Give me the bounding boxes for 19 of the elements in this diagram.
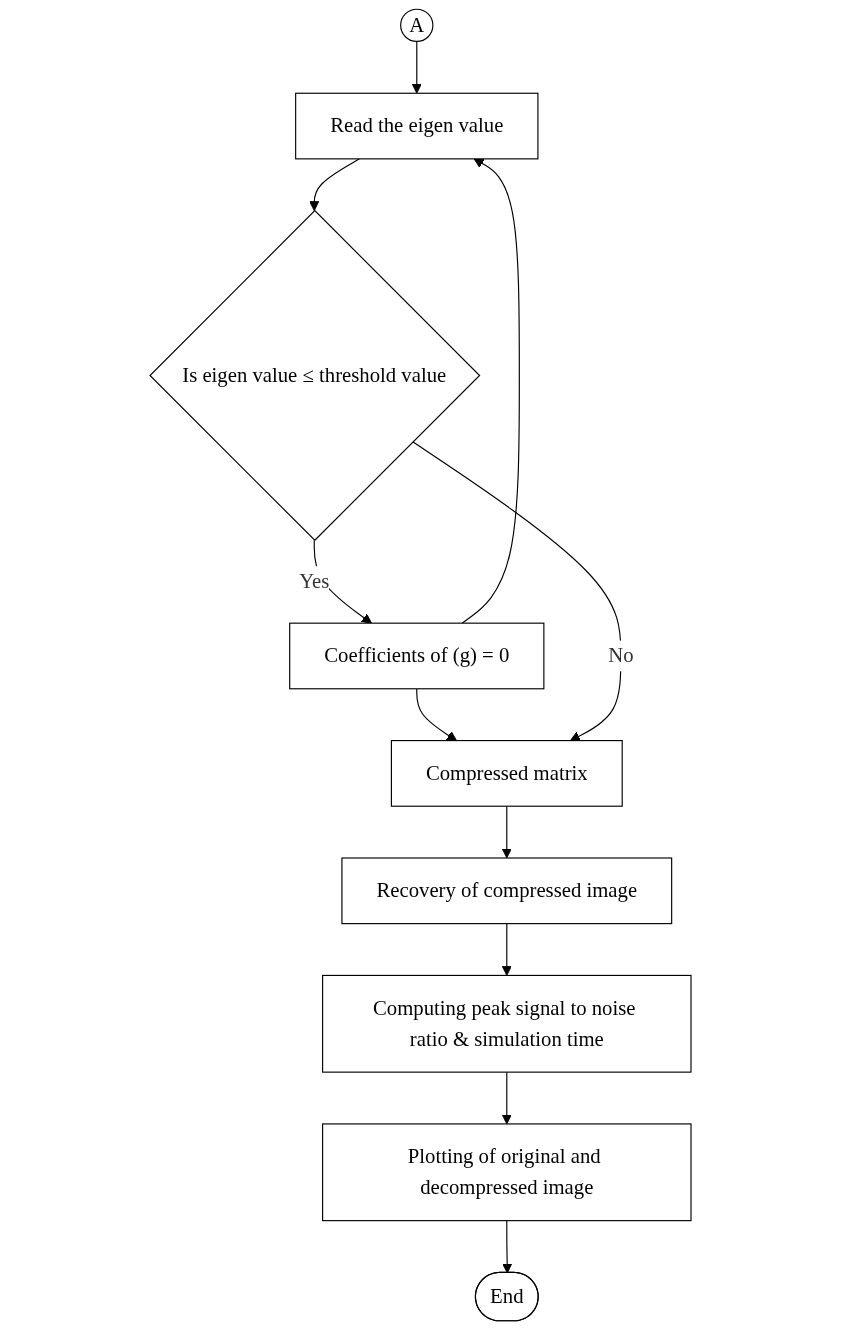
edge-label: Yes <box>299 569 330 593</box>
node-box: Computing peak signal to noise ratio & simulation time <box>322 974 692 1073</box>
edge-label: No <box>608 643 634 667</box>
arrow <box>411 40 422 94</box>
arrow <box>461 158 520 624</box>
node-box: Read the eigen value <box>295 92 539 160</box>
arrow <box>309 158 361 212</box>
node-box: Coefficients of (g) = 0 <box>289 622 545 690</box>
arrow <box>501 1071 512 1125</box>
node-box: Recovery of compressed image <box>341 857 673 925</box>
node-circle: A <box>400 8 434 42</box>
arrow <box>412 441 622 742</box>
arrow <box>416 688 457 742</box>
node-diamond: Is eigen value ≤ threshold value <box>149 209 481 542</box>
arrow <box>502 1220 513 1274</box>
arrow <box>501 805 512 859</box>
arrow <box>501 923 512 976</box>
node-box: Plotting of original and decompressed image <box>322 1123 692 1222</box>
node-box: Compressed matrix <box>390 740 623 807</box>
